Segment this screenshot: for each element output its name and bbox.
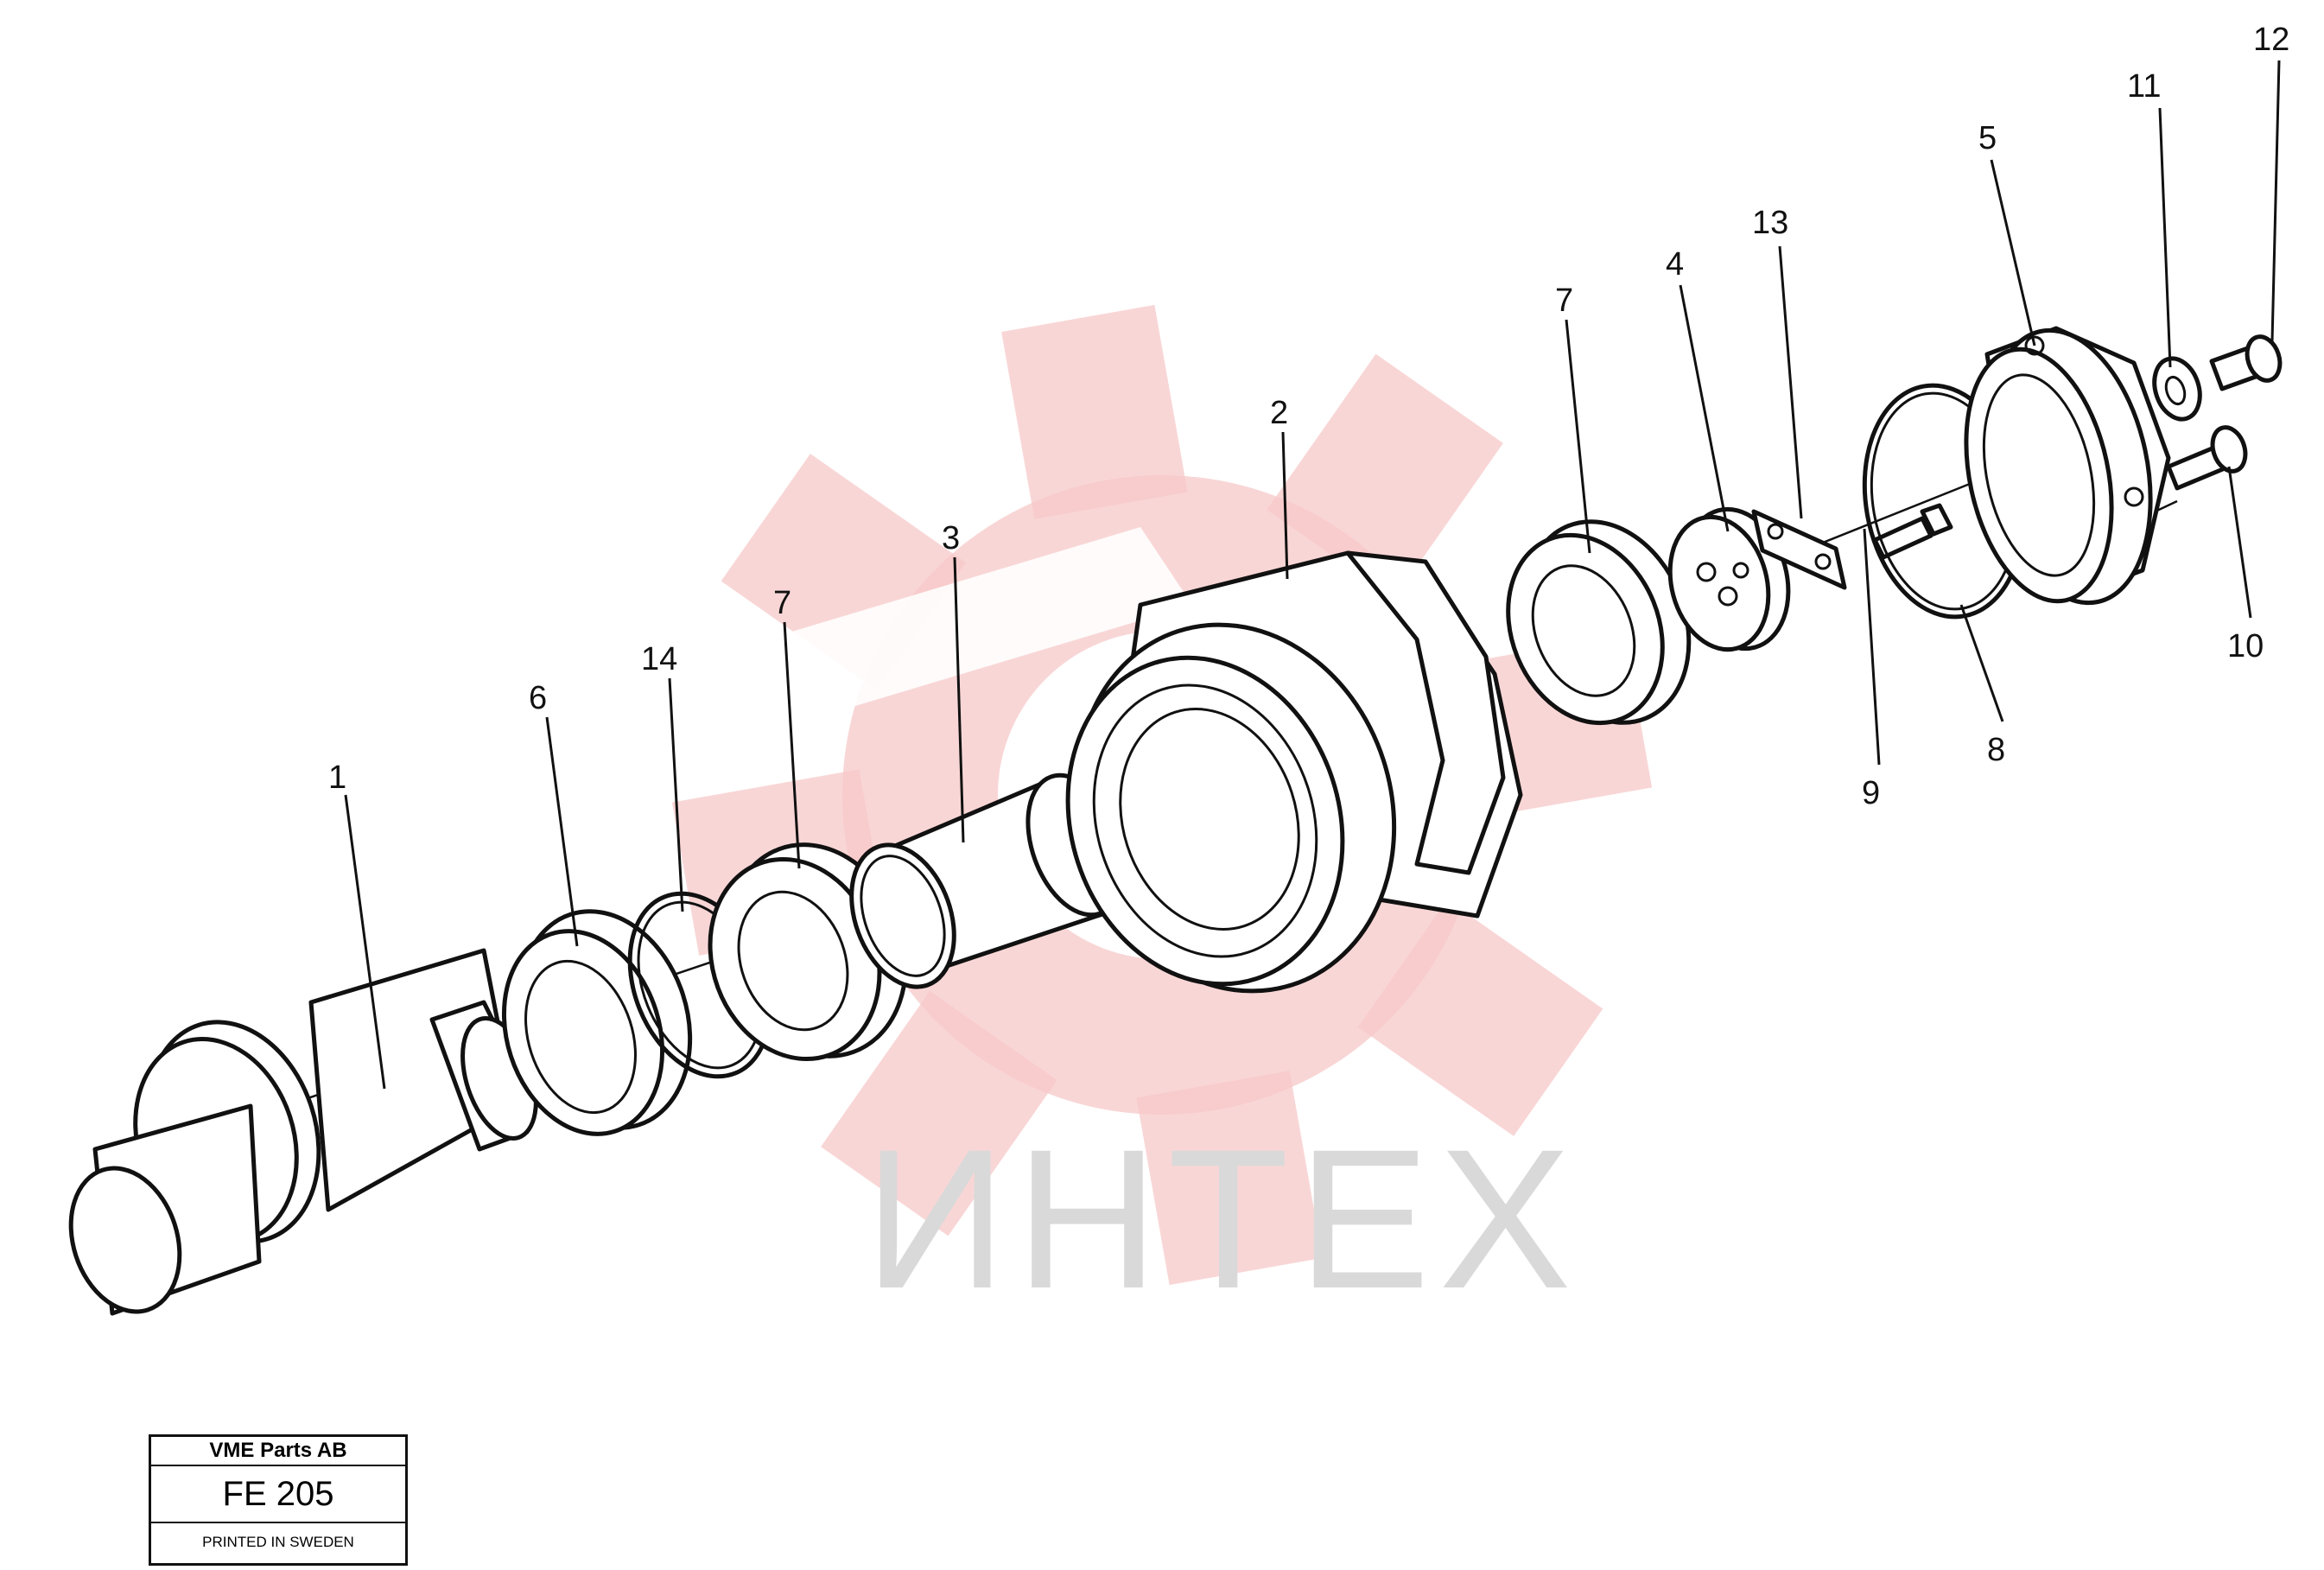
callout-12: 12 (2253, 22, 2289, 58)
part-5-end-cap (1964, 326, 2171, 606)
watermark-text: ИНТЕХ (864, 1108, 1580, 1330)
part-6-seal-ring (501, 909, 693, 1136)
part-7-right-bearing (1506, 519, 1692, 726)
part-12-plug-screw (2209, 334, 2283, 391)
callout-labels: 1 6 14 7 3 2 7 4 13 5 11 12 9 8 10 (328, 22, 2289, 811)
callout-8: 8 (1987, 732, 2005, 768)
part-1-axle-shaft (68, 948, 538, 1316)
title-block-printed-note: PRINTED IN SWEDEN (202, 1534, 354, 1550)
callout-leader-lines (344, 60, 2281, 1090)
title-block-drawing-code: FE 205 (151, 1466, 405, 1523)
callout-2: 2 (1270, 395, 1288, 431)
callout-13: 13 (1752, 205, 1788, 241)
callout-9: 9 (1862, 775, 1880, 811)
callout-4: 4 (1666, 246, 1684, 283)
part-9-bolt (1872, 503, 1953, 560)
callout-3: 3 (942, 520, 960, 556)
callout-14: 14 (641, 641, 677, 677)
title-block: VME Parts AB FE 205 PRINTED IN SWEDEN (149, 1434, 408, 1566)
part-2-roller-body (1065, 550, 1523, 994)
callout-7-right: 7 (1555, 283, 1573, 319)
callout-5: 5 (1978, 120, 1997, 156)
callout-1: 1 (328, 760, 346, 796)
part-13-locking-plate (1751, 509, 1847, 590)
title-block-company: VME Parts AB (151, 1437, 405, 1466)
callout-6: 6 (529, 680, 547, 716)
part-10-hex-bolt (2166, 425, 2248, 491)
callout-10: 10 (2227, 628, 2264, 664)
callout-7-left: 7 (773, 585, 791, 621)
callout-11: 11 (2127, 68, 2161, 105)
part-11-washer (2152, 356, 2202, 422)
